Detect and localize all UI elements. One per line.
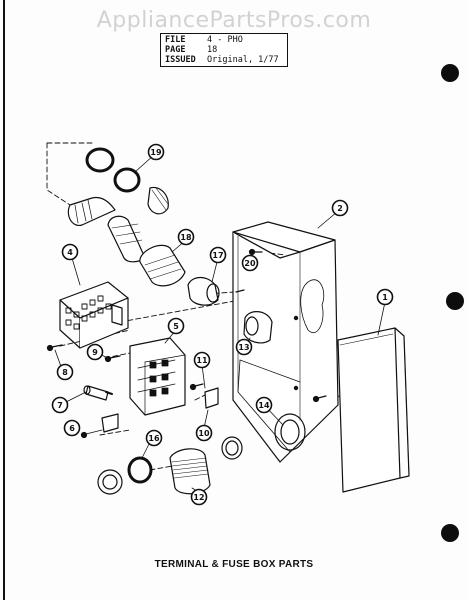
callout-label: 1 bbox=[382, 293, 388, 302]
callout-circle bbox=[331, 199, 349, 217]
callout-9: 9 bbox=[86, 343, 104, 361]
callout-circle bbox=[63, 419, 81, 437]
part-screw-top bbox=[248, 248, 263, 256]
callout-8: 8 bbox=[56, 363, 74, 381]
part-terminal-block bbox=[59, 281, 129, 349]
callout-circle bbox=[177, 228, 195, 246]
callout-label: 19 bbox=[150, 148, 162, 157]
part-locknuts-bottom bbox=[97, 436, 243, 495]
callout-12: 12 bbox=[190, 488, 208, 506]
callout-label: 20 bbox=[244, 259, 256, 268]
callout-circle bbox=[235, 338, 253, 356]
part-fuse-clip bbox=[80, 413, 119, 439]
scan-edge bbox=[3, 0, 5, 600]
callout-4: 4 bbox=[61, 243, 79, 261]
callout-18: 18 bbox=[177, 228, 195, 246]
callout-label: 16 bbox=[148, 434, 160, 443]
callout-circle bbox=[167, 317, 185, 335]
binder-hole-bottom bbox=[441, 524, 459, 542]
part-enclosure-connector bbox=[243, 311, 273, 344]
file-value: 4 - PHO bbox=[207, 35, 243, 45]
callout-circle bbox=[86, 343, 104, 361]
part-cartridge-fuse bbox=[83, 385, 113, 401]
binder-hole-top bbox=[441, 64, 459, 82]
page-key: PAGE bbox=[165, 45, 186, 55]
callout-label: 8 bbox=[62, 368, 68, 377]
callout-6: 6 bbox=[63, 419, 81, 437]
part-locknut-rings bbox=[85, 147, 169, 215]
part-screws-right bbox=[235, 289, 327, 403]
callout-circle bbox=[376, 288, 394, 306]
callout-circle bbox=[255, 396, 273, 414]
callout-label: 7 bbox=[57, 401, 63, 410]
issued-key: ISSUED bbox=[165, 55, 196, 65]
callout-circle bbox=[241, 254, 259, 272]
callout-17: 17 bbox=[209, 246, 227, 264]
callout-label: 6 bbox=[69, 424, 75, 433]
callout-2: 2 bbox=[331, 199, 349, 217]
callout-19: 19 bbox=[147, 143, 165, 161]
callout-14: 14 bbox=[255, 396, 273, 414]
callout-label: 13 bbox=[238, 343, 249, 352]
part-conduit-connector bbox=[139, 244, 186, 287]
callout-circle bbox=[147, 143, 165, 161]
callout-label: 4 bbox=[67, 248, 73, 257]
issued-value: Original, 1/77 bbox=[207, 55, 279, 65]
callout-13: 13 bbox=[235, 338, 253, 356]
callout-label: 2 bbox=[337, 204, 343, 213]
callout-circle bbox=[209, 246, 227, 264]
watermark: AppliancePartsPros.com bbox=[96, 8, 372, 33]
callout-5: 5 bbox=[167, 317, 185, 335]
part-fuse-block bbox=[129, 337, 186, 416]
callout-label: 12 bbox=[193, 493, 204, 502]
file-key: FILE bbox=[165, 35, 186, 45]
callout-circle bbox=[56, 363, 74, 381]
callout-16: 16 bbox=[145, 429, 163, 447]
callout-label: 18 bbox=[180, 233, 192, 242]
callout-7: 7 bbox=[51, 396, 69, 414]
callout-circle bbox=[145, 429, 163, 447]
callout-circle bbox=[190, 488, 208, 506]
page-value: 18 bbox=[207, 45, 218, 55]
callout-label: 5 bbox=[173, 322, 179, 331]
part-screws-left bbox=[46, 344, 121, 363]
part-bracket bbox=[189, 383, 219, 409]
callout-20: 20 bbox=[241, 254, 259, 272]
part-conduit-nipple bbox=[169, 448, 211, 495]
callout-label: 11 bbox=[196, 356, 208, 365]
callout-label: 9 bbox=[92, 348, 98, 357]
document-info-box: FILE 4 - PHO PAGE 18 ISSUED Original, 1/77 bbox=[160, 33, 288, 67]
callout-circle bbox=[51, 396, 69, 414]
callout-circle bbox=[195, 424, 213, 442]
callout-label: 14 bbox=[258, 401, 270, 410]
callout-11: 11 bbox=[193, 351, 211, 369]
part-cover-panel bbox=[337, 327, 410, 493]
part-flexible-conduit bbox=[67, 196, 146, 263]
callout-label: 10 bbox=[198, 429, 210, 438]
part-conduit-opening bbox=[274, 413, 306, 451]
callout-10: 10 bbox=[195, 424, 213, 442]
binder-hole-middle bbox=[446, 292, 464, 310]
callout-circle bbox=[193, 351, 211, 369]
part-fitting bbox=[187, 276, 220, 306]
callout-label: 17 bbox=[212, 251, 223, 260]
callout-1: 1 bbox=[376, 288, 394, 306]
diagram-caption: TERMINAL & FUSE BOX PARTS bbox=[154, 559, 314, 570]
callout-circle bbox=[61, 243, 79, 261]
